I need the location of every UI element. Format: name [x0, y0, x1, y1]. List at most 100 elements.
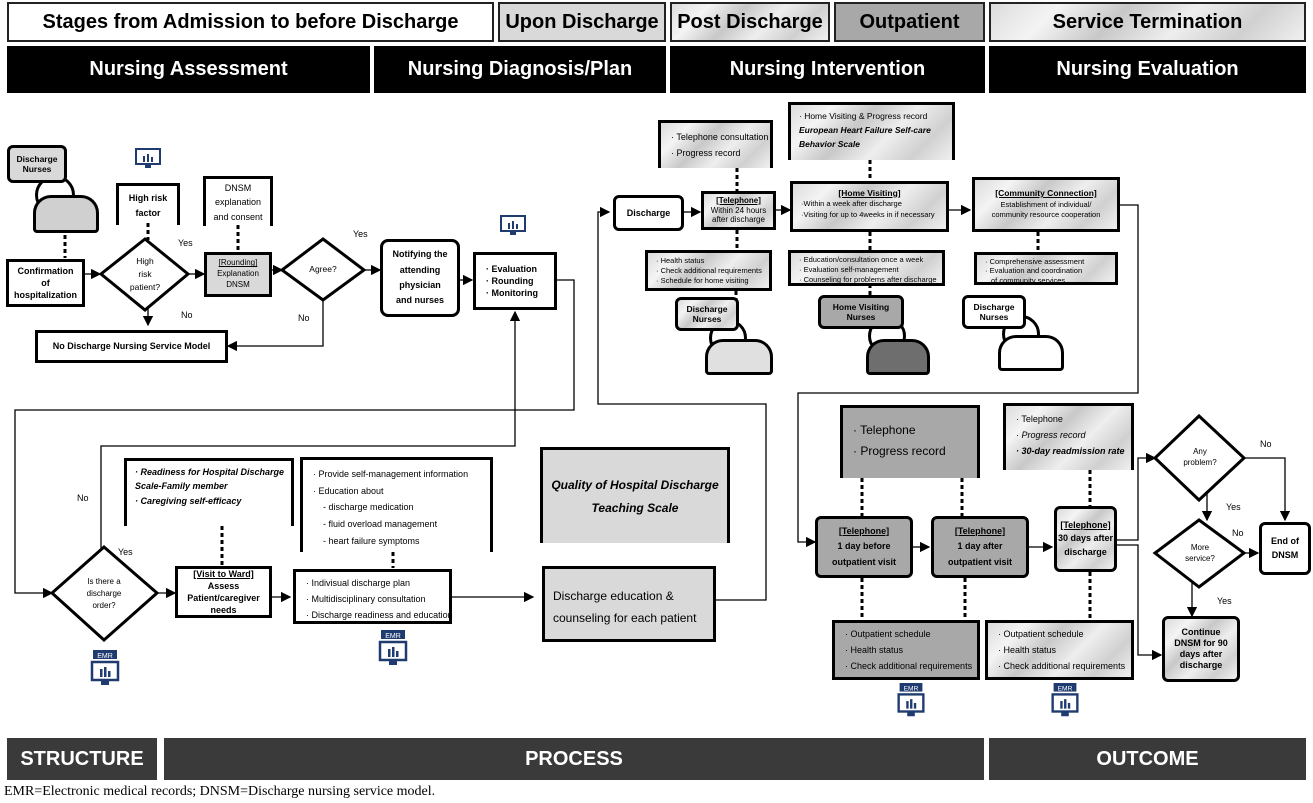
box-line: · Outpatient schedule	[845, 629, 931, 639]
box-line: · Check additional requirements	[845, 660, 973, 671]
diamond-line: service?	[1185, 554, 1215, 564]
more-service-diamond	[1152, 518, 1247, 589]
emr-monitor-icon: EMR	[378, 630, 408, 665]
bar-label: PROCESS	[525, 747, 623, 770]
no-model-box: No Discharge Nursing Service Model	[35, 330, 228, 363]
outcome-bar: OUTCOME	[989, 738, 1306, 780]
education-box: Discharge education & counseling for eac…	[542, 566, 716, 642]
quality-scale-doc: Quality of Hospital Discharge Teaching S…	[540, 447, 730, 543]
stage-label: Outpatient	[859, 10, 960, 33]
emr-badge	[133, 148, 163, 170]
any-problem-diamond	[1152, 413, 1247, 503]
yes-label: Yes	[118, 547, 133, 557]
box-line: [Home Visiting]	[838, 188, 901, 198]
end-of-dnsm-box: End of DNSM	[1259, 522, 1311, 575]
diamond-line: More	[1190, 543, 1210, 552]
nurse-body-icon	[866, 339, 930, 375]
community-notes-box: · Comprehensive assessment · Evaluation …	[974, 252, 1118, 285]
box-line: [Visit to Ward]	[193, 568, 254, 579]
box-line: attending	[399, 264, 441, 275]
emr-monitor-icon: EMR	[1051, 683, 1079, 717]
phase-intervention: Nursing Intervention	[670, 46, 985, 93]
doc-line: · Progress record	[853, 444, 946, 458]
nurse-body-icon	[705, 339, 773, 375]
box-line: · Counseling for problems after discharg…	[799, 274, 937, 284]
bubble-line: Nurses	[979, 312, 1009, 322]
stage-label: Post Discharge	[677, 10, 823, 33]
discharge-order-diamond	[49, 545, 160, 643]
discharge-plan-box: · Indivisual discharge plan · Multidisci…	[293, 569, 453, 624]
doc-line: Quality of Hospital Discharge	[551, 477, 719, 492]
emr-monitor-icon: EMR	[90, 650, 120, 685]
box-line: [Telephone]	[716, 196, 761, 206]
no-label: No	[181, 310, 193, 320]
doc-line: DNSM	[224, 182, 252, 193]
stage-outpatient: Outpatient	[834, 2, 985, 42]
doc-line: · Telephone consultation	[671, 132, 769, 142]
box-line: · Check additional requirements	[656, 265, 762, 275]
box-line: discharge	[1064, 546, 1107, 557]
agree-label: Agree?	[300, 264, 346, 274]
emr-badge: EMR	[378, 630, 408, 670]
diamond-line: Is there a	[87, 577, 121, 586]
bar-label: STRUCTURE	[20, 747, 144, 770]
box-line: ·Within a week after discharge	[801, 199, 902, 209]
discharge-nurses-figure: Discharge Nurses	[7, 145, 102, 235]
box-line: 1 day after	[957, 541, 1003, 552]
box-line: · Indivisual discharge plan	[306, 578, 411, 588]
yes-label: Yes	[178, 238, 193, 248]
diamond-line: order?	[92, 601, 116, 610]
box-line: · Comprehensive assessment	[985, 257, 1085, 266]
community-connection-box: [Community Connection] Establishment of …	[972, 177, 1120, 232]
doc-line: European Heart Failure Self-care	[799, 125, 931, 136]
box-line: · Health status	[845, 644, 904, 655]
telephone-24h-box: [Telephone] Within 24 hours after discha…	[701, 191, 776, 230]
nurse-body-icon	[33, 195, 99, 233]
phase-label: Nursing Diagnosis/Plan	[407, 58, 633, 80]
box-line: · Schedule for home visiting	[656, 275, 749, 285]
emr-text: EMR	[385, 633, 401, 640]
box-line: DNSM for 90	[1174, 637, 1228, 648]
diamond-line: High	[136, 256, 154, 266]
telephone-before-outpatient-box: [Telephone] 1 day before outpatient visi…	[815, 516, 913, 578]
box-line: [Telephone]	[954, 526, 1006, 537]
notifying-box: Notifying the attending physician and nu…	[380, 239, 460, 317]
doc-line: - discharge medication	[323, 502, 414, 513]
structure-bar: STRUCTURE	[7, 738, 157, 780]
home-visiting-box: [Home Visiting] ·Within a week after dis…	[790, 181, 949, 232]
high-risk-diamond	[98, 237, 191, 312]
doc-line: factor	[135, 207, 161, 218]
box-line: No Discharge Nursing Service Model	[52, 341, 211, 352]
yes-label: Yes	[1217, 596, 1232, 606]
box-line: End of	[1271, 536, 1299, 546]
agree-diamond	[279, 237, 367, 302]
box-line: Patient/caregiver	[187, 593, 260, 603]
stage-label: Stages from Admission to before Discharg…	[42, 10, 459, 33]
no-label: No	[77, 493, 89, 503]
outpatient-notes-box: · Outpatient schedule · Health status · …	[832, 620, 980, 680]
nurse-body-icon	[998, 335, 1064, 371]
box-line: needs	[210, 605, 237, 616]
box-line: outpatient visit	[947, 556, 1012, 567]
emr-badge: EMR	[1050, 683, 1080, 721]
footnote: EMR=Electronic medical records; DNSM=Dis…	[4, 784, 436, 799]
box-line: · Evaluation	[486, 264, 538, 274]
box-line: of	[41, 277, 50, 288]
telephone-after-outpatient-box: [Telephone] 1 day after outpatient visit	[931, 516, 1029, 578]
emr-badge: EMR	[896, 683, 926, 721]
stage-upon-discharge: Upon Discharge	[498, 2, 666, 42]
box-line: counseling for each patient	[553, 611, 697, 626]
rounding-box: [Rounding] Explanation DNSM	[204, 252, 272, 297]
diamond-line: Agree?	[309, 264, 337, 274]
discharge-order-label: Is there a discharge order?	[72, 576, 136, 612]
box-line: [Rounding]	[218, 258, 258, 268]
emr-text: EMR	[97, 653, 113, 660]
bubble-line: Nurses	[22, 164, 52, 174]
diamond-line: risk	[138, 268, 152, 279]
nurses-bubble: Discharge Nurses	[7, 145, 67, 183]
box-line: DNSM	[1271, 549, 1299, 560]
phase-label: Nursing Evaluation	[1056, 58, 1239, 80]
stage-service-termination: Service Termination	[989, 2, 1306, 42]
box-line: of community services	[991, 275, 1066, 285]
readiness-doc: · Readiness for Hospital Discharge Scale…	[124, 458, 294, 526]
